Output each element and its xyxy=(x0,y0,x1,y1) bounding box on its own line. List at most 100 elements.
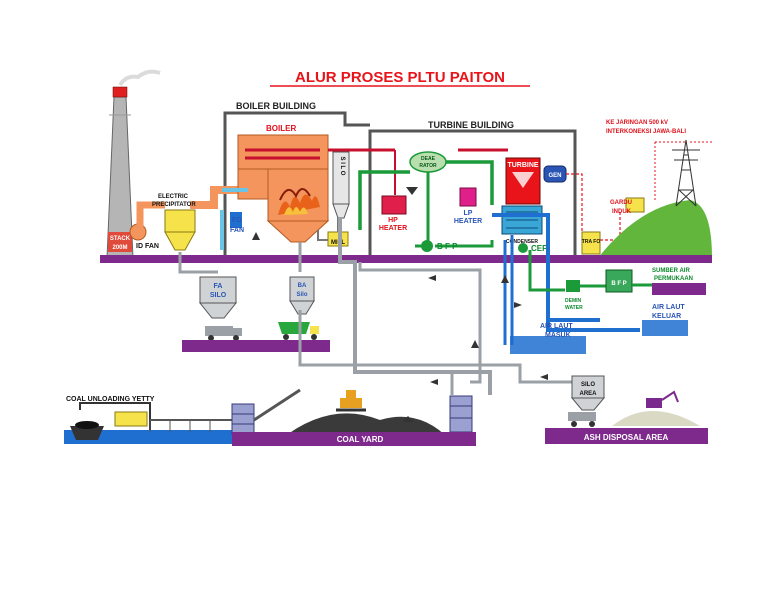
electrostatic-precipitator xyxy=(164,209,196,251)
surface-water-ground xyxy=(652,283,706,295)
fa-silo-label-2: SILO xyxy=(210,292,227,299)
esp-label-2: PRECIPITATOR xyxy=(152,202,196,208)
bfp-label: B F P xyxy=(437,242,458,251)
deaerator-label-2: RATOR xyxy=(419,163,437,169)
feedwater-line xyxy=(358,160,494,230)
seawater-intake-basin xyxy=(510,336,586,354)
ba-silo-label-1: BA xyxy=(298,283,307,289)
ash-truck-icon xyxy=(568,412,596,427)
ash-conveying-line xyxy=(178,242,302,274)
sea-water xyxy=(64,430,232,444)
ba-silo-label-2: Silo xyxy=(296,292,307,298)
fa-silo-label-1: FA xyxy=(214,283,223,290)
cep-icon xyxy=(518,243,528,253)
coal-supply-line xyxy=(338,218,492,395)
ba-silo xyxy=(289,276,315,315)
flue-gas-duct xyxy=(190,186,238,209)
flue-gas-duct-stack xyxy=(136,201,165,230)
stack-label: STACK xyxy=(110,236,131,242)
ash-disposal-label: ASH DISPOSAL AREA xyxy=(584,433,669,442)
seawater-out-label-1: AIR LAUT xyxy=(652,304,685,311)
coal-unloading-label: COAL UNLOADING YETTY xyxy=(66,396,155,403)
trafo-to-substation-line xyxy=(600,212,621,241)
seawater-in-label-2: MASUK xyxy=(545,332,571,339)
hill-landscape xyxy=(598,200,712,258)
hp-heater-icon xyxy=(381,195,407,215)
boiler-flame-icon xyxy=(278,188,320,215)
hp-heater-label-1: HP xyxy=(388,217,398,224)
substation-icon xyxy=(625,197,645,213)
esp-label-1: ELECTRIC xyxy=(158,194,189,200)
transfer-tower-right-icon xyxy=(449,395,473,433)
coal-conveyor-line xyxy=(358,262,482,384)
grid-connection-line xyxy=(654,141,712,200)
boiler-building-label: BOILER BUILDING xyxy=(236,101,316,111)
air-duct xyxy=(220,188,248,250)
fd-fan-icon xyxy=(230,212,242,228)
cooling-water-line xyxy=(492,213,640,332)
deaerator-outlet-line xyxy=(415,172,430,248)
seawater-intake-line xyxy=(503,235,514,345)
demin-plant-icon xyxy=(566,280,580,292)
surface-water-label-2: PERMUKAAN xyxy=(654,276,693,282)
ash-yard-ground xyxy=(182,340,330,352)
demin-label-1: DEMIN xyxy=(565,298,582,304)
seawater-in-label-1: AIR LAUT xyxy=(540,323,573,330)
silo-vertical-label: S I L O xyxy=(339,157,345,176)
trafo-label: TRA FO xyxy=(582,239,601,245)
ash-to-disposal-line xyxy=(298,310,575,384)
boiler xyxy=(237,134,330,243)
turbine-building-outline xyxy=(368,129,577,255)
deaerator-label-1: DEAE xyxy=(421,156,436,162)
bfp2-label: B F P xyxy=(611,281,626,287)
ground-level-strip xyxy=(100,255,712,263)
ash-disposal-ground xyxy=(545,428,708,444)
condensate-line xyxy=(435,240,494,248)
coal-barge-icon xyxy=(70,421,104,440)
seawater-out-label-2: KELUAR xyxy=(652,313,681,320)
lp-heater-label-1: LP xyxy=(464,210,473,217)
coal-yard-ground xyxy=(232,432,476,446)
fa-silo xyxy=(198,276,238,319)
bfp-icon xyxy=(421,240,433,252)
hp-heater-label-2: HEATER xyxy=(379,225,407,232)
lp-heater-label-2: HEATER xyxy=(454,218,482,225)
boiler-label: BOILER xyxy=(266,124,296,133)
surface-water-label-1: SUMBER AIR xyxy=(652,268,690,274)
cep-label: CEP xyxy=(531,244,548,253)
transfer-tower-left-icon xyxy=(231,403,255,435)
fd-fan-label-2: FAN xyxy=(230,227,244,234)
substation-label-1: GARDU xyxy=(610,200,632,206)
fd-fan-label-1: FD xyxy=(232,217,241,224)
demin-label-2: WATER xyxy=(565,305,583,311)
coal-yard-label: COAL YARD xyxy=(337,435,384,444)
transformer-icon xyxy=(581,231,601,255)
substation-label-2: INDUK xyxy=(612,209,632,215)
coal-silo xyxy=(332,151,350,219)
water-pump-house-icon xyxy=(605,269,633,293)
turbine-building-label: TURBINE BUILDING xyxy=(428,120,514,130)
ash-pile xyxy=(612,411,700,426)
condenser-label: CONDENSER xyxy=(506,239,538,245)
fly-ash-truck-icon xyxy=(205,326,242,341)
turbine-icon xyxy=(512,172,534,188)
grid-label-2: INTERKONEKSI JAWA-BALI xyxy=(606,129,686,135)
id-fan-label: ID FAN xyxy=(136,243,159,250)
generator-to-trafo-line xyxy=(566,173,583,232)
ash-silo-tower xyxy=(570,375,606,411)
lp-heater-icon xyxy=(459,187,477,207)
grid-label-1: KE JARINGAN 500 kV xyxy=(606,120,668,126)
generator-label: GEN xyxy=(548,173,561,179)
flow-arrows xyxy=(252,187,548,422)
makeup-water-line xyxy=(528,250,565,292)
stacker-conveyor xyxy=(253,388,301,422)
diagram-title: ALUR PROSES PLTU PAITON xyxy=(295,69,505,86)
ash-silo-label-2: AREA xyxy=(579,391,597,397)
turbine-label: TURBINE xyxy=(507,162,538,169)
bottom-ash-truck-icon xyxy=(278,322,319,340)
smoke-plume xyxy=(118,69,161,87)
excavator-icon xyxy=(646,390,679,408)
boiler-building-outline xyxy=(223,111,370,255)
